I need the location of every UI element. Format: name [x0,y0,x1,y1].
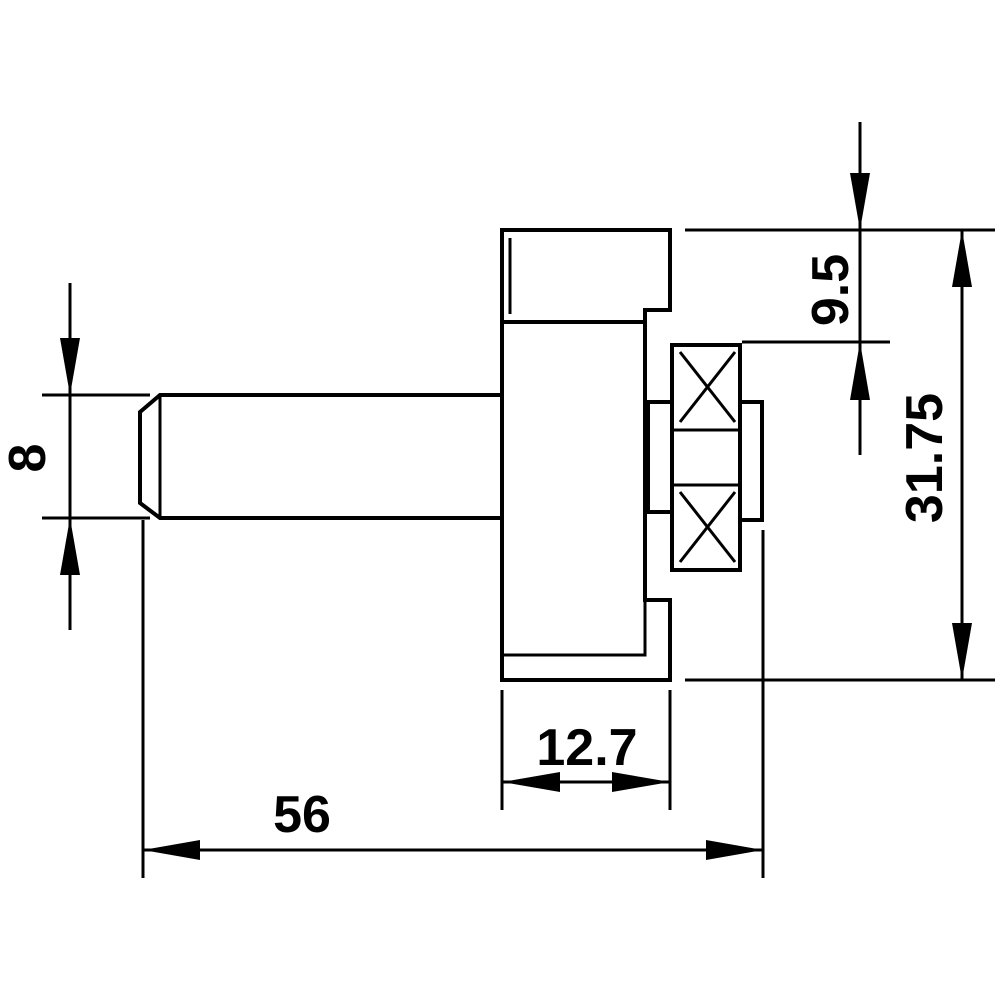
bearing [646,343,764,572]
part-outline [138,228,764,682]
dimension-overall-length: 56 [141,520,765,878]
dim-label-body-width: 12.7 [536,719,637,777]
dimension-body-width: 12.7 [500,690,672,810]
dimension-flange-thickness: 9.5 [685,122,995,455]
dim-label-overall-height: 31.75 [896,393,954,523]
body-block [500,228,672,324]
dim-label-shaft-diameter: 8 [0,444,57,473]
bearing-outer [670,343,742,572]
bearing-hub-left [646,400,674,514]
dim-label-flange-thickness: 9.5 [802,254,860,326]
shaft [138,393,502,520]
dimension-shaft-diameter: 8 [0,283,150,630]
body-main [500,320,672,682]
dimension-overall-height: 31.75 [685,230,995,682]
bearing-hub-right [738,400,764,522]
body-lower-step [502,600,647,657]
dim-label-overall-length: 56 [273,786,331,844]
